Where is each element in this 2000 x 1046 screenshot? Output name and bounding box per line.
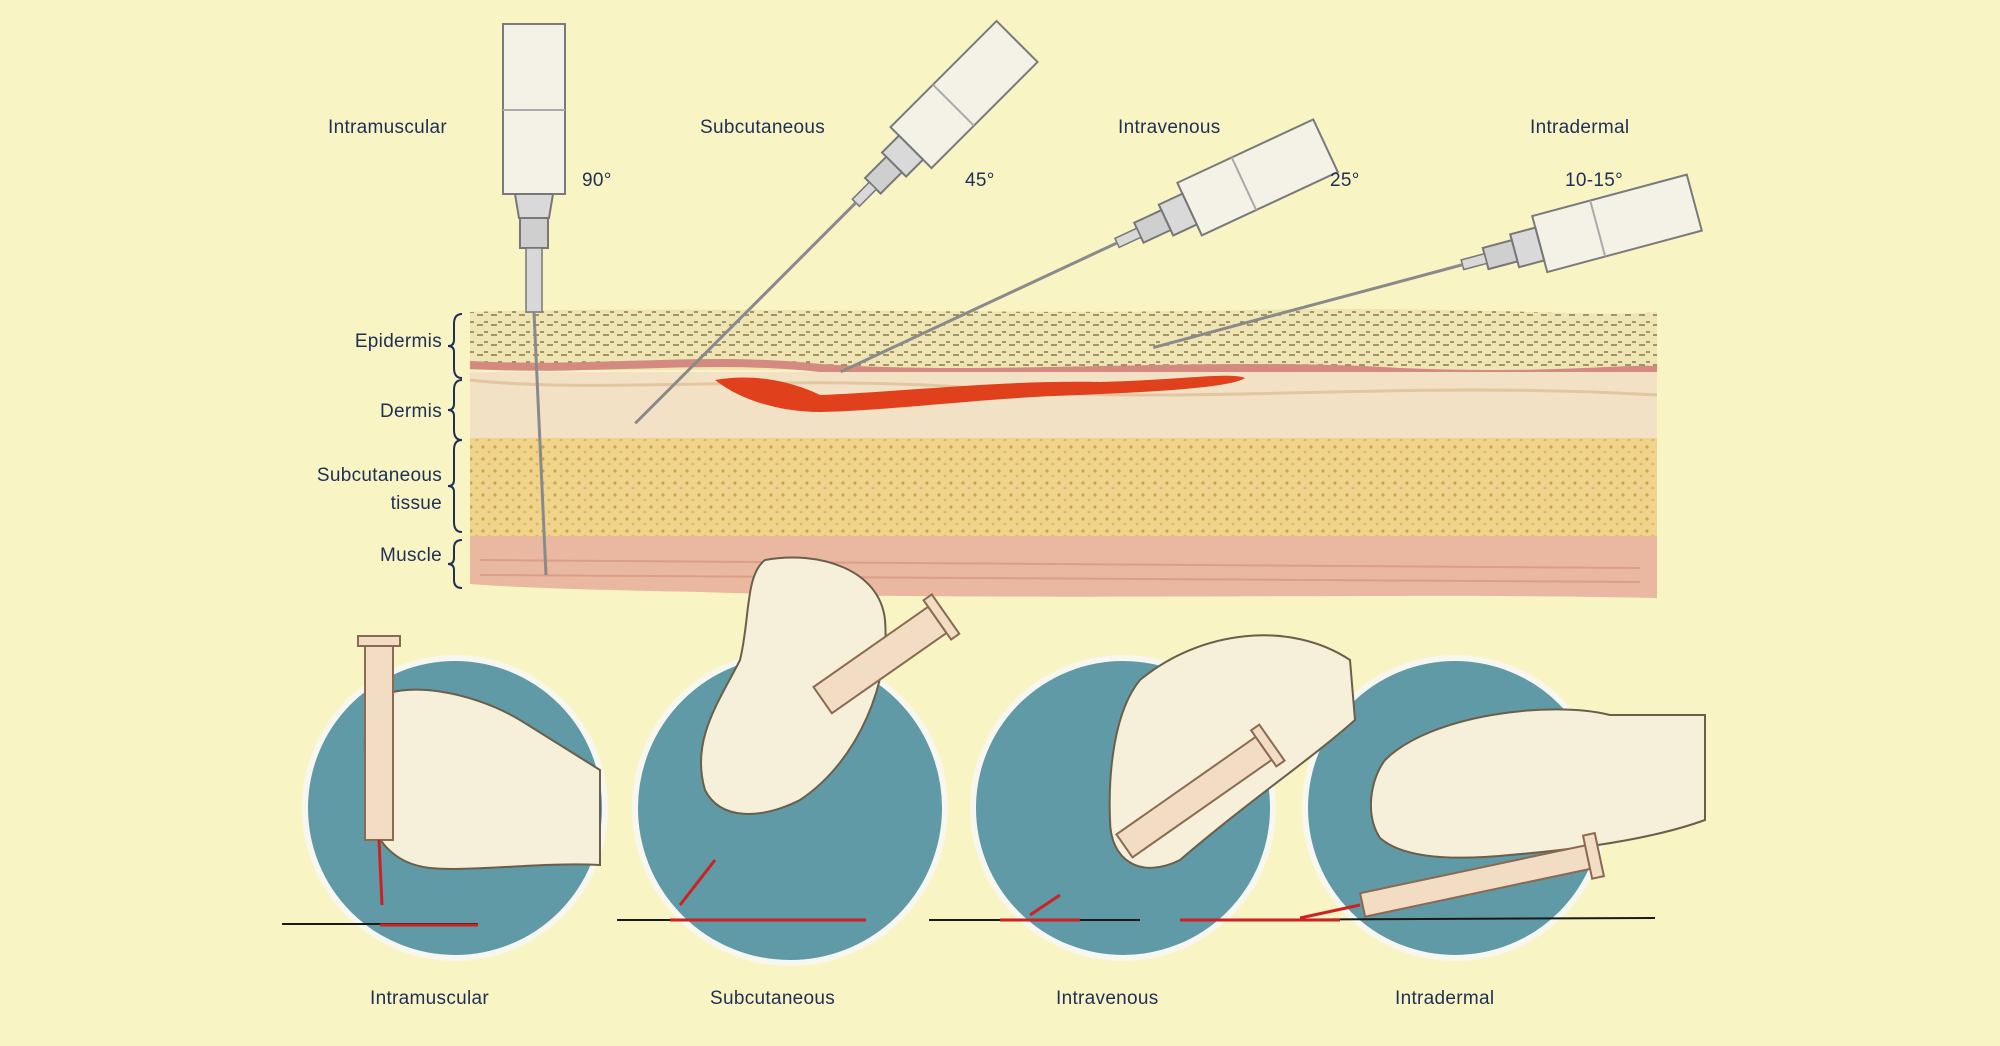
syringe-icon: [840, 118, 1340, 374]
layer-braces: [447, 313, 463, 589]
caption-subcutaneous: Subcutaneous: [710, 988, 836, 1009]
layer-label-dermis: Dermis: [380, 401, 442, 422]
route-title-intradermal: Intradermal: [1530, 117, 1630, 138]
caption-intravenous: Intravenous: [1056, 988, 1159, 1009]
syringe-icon: [634, 19, 1039, 425]
gloved-hand-icon: [1029, 634, 1357, 917]
route-title-intramuscular: Intramuscular: [328, 117, 447, 138]
syringe-icon: [1152, 173, 1704, 350]
epidermis-layer: [470, 308, 1657, 370]
layer-label-subcutaneous-tissue: Subcutaneous tissue: [316, 465, 442, 514]
gloved-hand-icon: [357, 635, 601, 906]
angle-intradermal: 10-15°: [1565, 170, 1623, 191]
route-title-intravenous: Intravenous: [1118, 117, 1221, 138]
angle-intravenous: 25°: [1330, 170, 1360, 191]
gloved-hand-icon: [678, 556, 961, 906]
route-title-subcutaneous: Subcutaneous: [700, 117, 826, 138]
gloved-hand-icon: [1299, 708, 1706, 920]
caption-intramuscular: Intramuscular: [370, 988, 489, 1009]
blood-vessel: [715, 375, 1245, 412]
angle-subcutaneous: 45°: [965, 170, 995, 191]
angle-intramuscular: 90°: [582, 170, 612, 191]
subcutaneous-layer: [470, 438, 1657, 538]
layer-label-epidermis: Epidermis: [354, 331, 442, 352]
skin-baselines: [282, 917, 1656, 927]
layer-label-muscle: Muscle: [380, 545, 442, 566]
syringe-icon: [502, 23, 566, 576]
skin-cross-section: [469, 308, 1658, 598]
caption-intradermal: Intradermal: [1395, 988, 1495, 1009]
